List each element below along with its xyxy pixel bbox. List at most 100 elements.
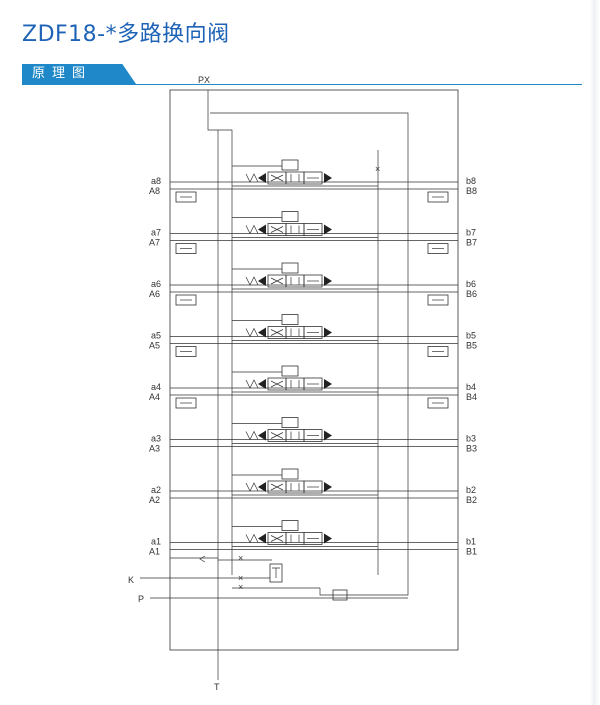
port-a-pilot-label: a7 — [151, 228, 161, 238]
compensator-box — [281, 262, 299, 274]
valve-section — [170, 417, 458, 447]
valve-section — [170, 314, 458, 357]
spring-symbol — [245, 327, 259, 338]
port-a-label: A8 — [149, 186, 160, 196]
left-relief-valve — [175, 346, 197, 357]
page-edge-strip — [590, 0, 600, 705]
port-b-label: B5 — [466, 341, 477, 351]
spring-symbol — [245, 379, 259, 389]
spool-straight-arrows — [290, 380, 300, 388]
spool-straight-arrows — [290, 225, 300, 234]
section-underline — [22, 84, 582, 85]
spool-straight-arrows — [290, 534, 300, 543]
valve-section — [170, 262, 458, 306]
spool-straight-arrows — [290, 328, 300, 337]
port-a-pilot-label: a8 — [151, 176, 161, 186]
port-b-pilot-label: b3 — [466, 434, 476, 444]
spring-symbol — [245, 173, 259, 183]
port-b-label: B3 — [466, 444, 477, 454]
spool-cross-arrows — [270, 174, 284, 182]
spool-straight-arrows — [290, 277, 300, 285]
right-actuator-triangle — [324, 533, 332, 544]
spring-symbol — [245, 533, 259, 544]
valve-section — [170, 520, 458, 550]
spool-cross-arrows — [270, 329, 284, 336]
port-a-pilot-label: a3 — [151, 434, 161, 444]
port-a-label: A2 — [149, 495, 160, 505]
left-relief-valve — [175, 397, 197, 409]
compensator-box — [281, 159, 299, 171]
port-a-pilot-label: a5 — [151, 331, 161, 341]
right-actuator-triangle — [324, 482, 332, 492]
spool-cross-arrows — [270, 380, 284, 388]
left-actuator-triangle — [258, 173, 266, 183]
port-a-pilot-label: a2 — [151, 485, 161, 495]
left-relief-valve — [175, 191, 197, 203]
spool-position-box — [303, 326, 323, 339]
valve-section — [170, 468, 458, 499]
compensator-box — [281, 468, 299, 480]
right-actuator-triangle — [324, 173, 332, 183]
spring-symbol — [245, 430, 259, 441]
compensator-box — [281, 417, 299, 428]
port-a-label: A5 — [149, 341, 160, 351]
port-b-label: B6 — [466, 289, 477, 299]
right-relief-valve — [427, 397, 449, 409]
spool-position-box — [303, 377, 323, 391]
spool-straight-arrows — [290, 431, 300, 440]
compensator-box — [281, 520, 299, 531]
left-actuator-triangle — [258, 327, 266, 338]
cross-mark: × — [375, 164, 380, 174]
port-b-label: B8 — [466, 186, 477, 196]
port-b-label: B4 — [466, 392, 477, 402]
port-b-pilot-label: b4 — [466, 382, 476, 392]
check-mark: × — [238, 553, 243, 563]
left-relief-valve — [175, 243, 197, 254]
spool-straight-arrows — [290, 174, 300, 182]
spool-straight-arrows — [290, 483, 300, 491]
port-b-label: B1 — [466, 547, 477, 557]
spring-symbol — [245, 482, 259, 492]
right-relief-valve — [427, 243, 449, 254]
outer-frame — [169, 89, 459, 651]
right-actuator-triangle — [324, 224, 332, 235]
spring-symbol — [245, 276, 259, 286]
spool-position-box — [303, 532, 323, 545]
spool-cross-arrows — [270, 535, 284, 542]
port-a-pilot-label: a1 — [151, 537, 161, 547]
spool-position-box — [303, 274, 323, 288]
port-a-label: A3 — [149, 444, 160, 454]
port-b-label: B7 — [466, 238, 477, 248]
spring-symbol — [245, 224, 259, 235]
port-px-label: PX — [198, 75, 210, 85]
port-p-label: P — [138, 594, 144, 604]
port-b-label: B2 — [466, 495, 477, 505]
port-b-pilot-label: b1 — [466, 537, 476, 547]
check-valve-arrow — [199, 555, 206, 563]
compensator-box — [281, 365, 299, 377]
right-actuator-triangle — [324, 276, 332, 286]
spool-cross-arrows — [270, 432, 284, 439]
section-tab: 原理图 — [22, 64, 136, 84]
check-mark: × — [238, 582, 243, 592]
port-b-pilot-label: b6 — [466, 279, 476, 289]
spool-position-box — [303, 223, 323, 236]
valve-sections: a8A8b8B8a7A7b7B7a6A6b6B6a5A5b5B5a4A4b4B4… — [149, 159, 477, 557]
right-actuator-triangle — [324, 430, 332, 441]
right-relief-valve — [427, 346, 449, 357]
left-actuator-triangle — [258, 276, 266, 286]
spool-position-box — [303, 480, 323, 494]
left-relief-valve — [175, 294, 197, 306]
left-actuator-triangle — [258, 430, 266, 441]
check-mark: × — [238, 573, 243, 583]
port-b-pilot-label: b8 — [466, 176, 476, 186]
left-actuator-triangle — [258, 533, 266, 544]
port-a-label: A4 — [149, 392, 160, 402]
port-a-pilot-label: a6 — [151, 279, 161, 289]
port-b-pilot-label: b2 — [466, 485, 476, 495]
valve-section — [170, 365, 458, 409]
port-b-pilot-label: b5 — [466, 331, 476, 341]
pilot-frame — [210, 112, 409, 596]
right-relief-valve — [427, 294, 449, 306]
